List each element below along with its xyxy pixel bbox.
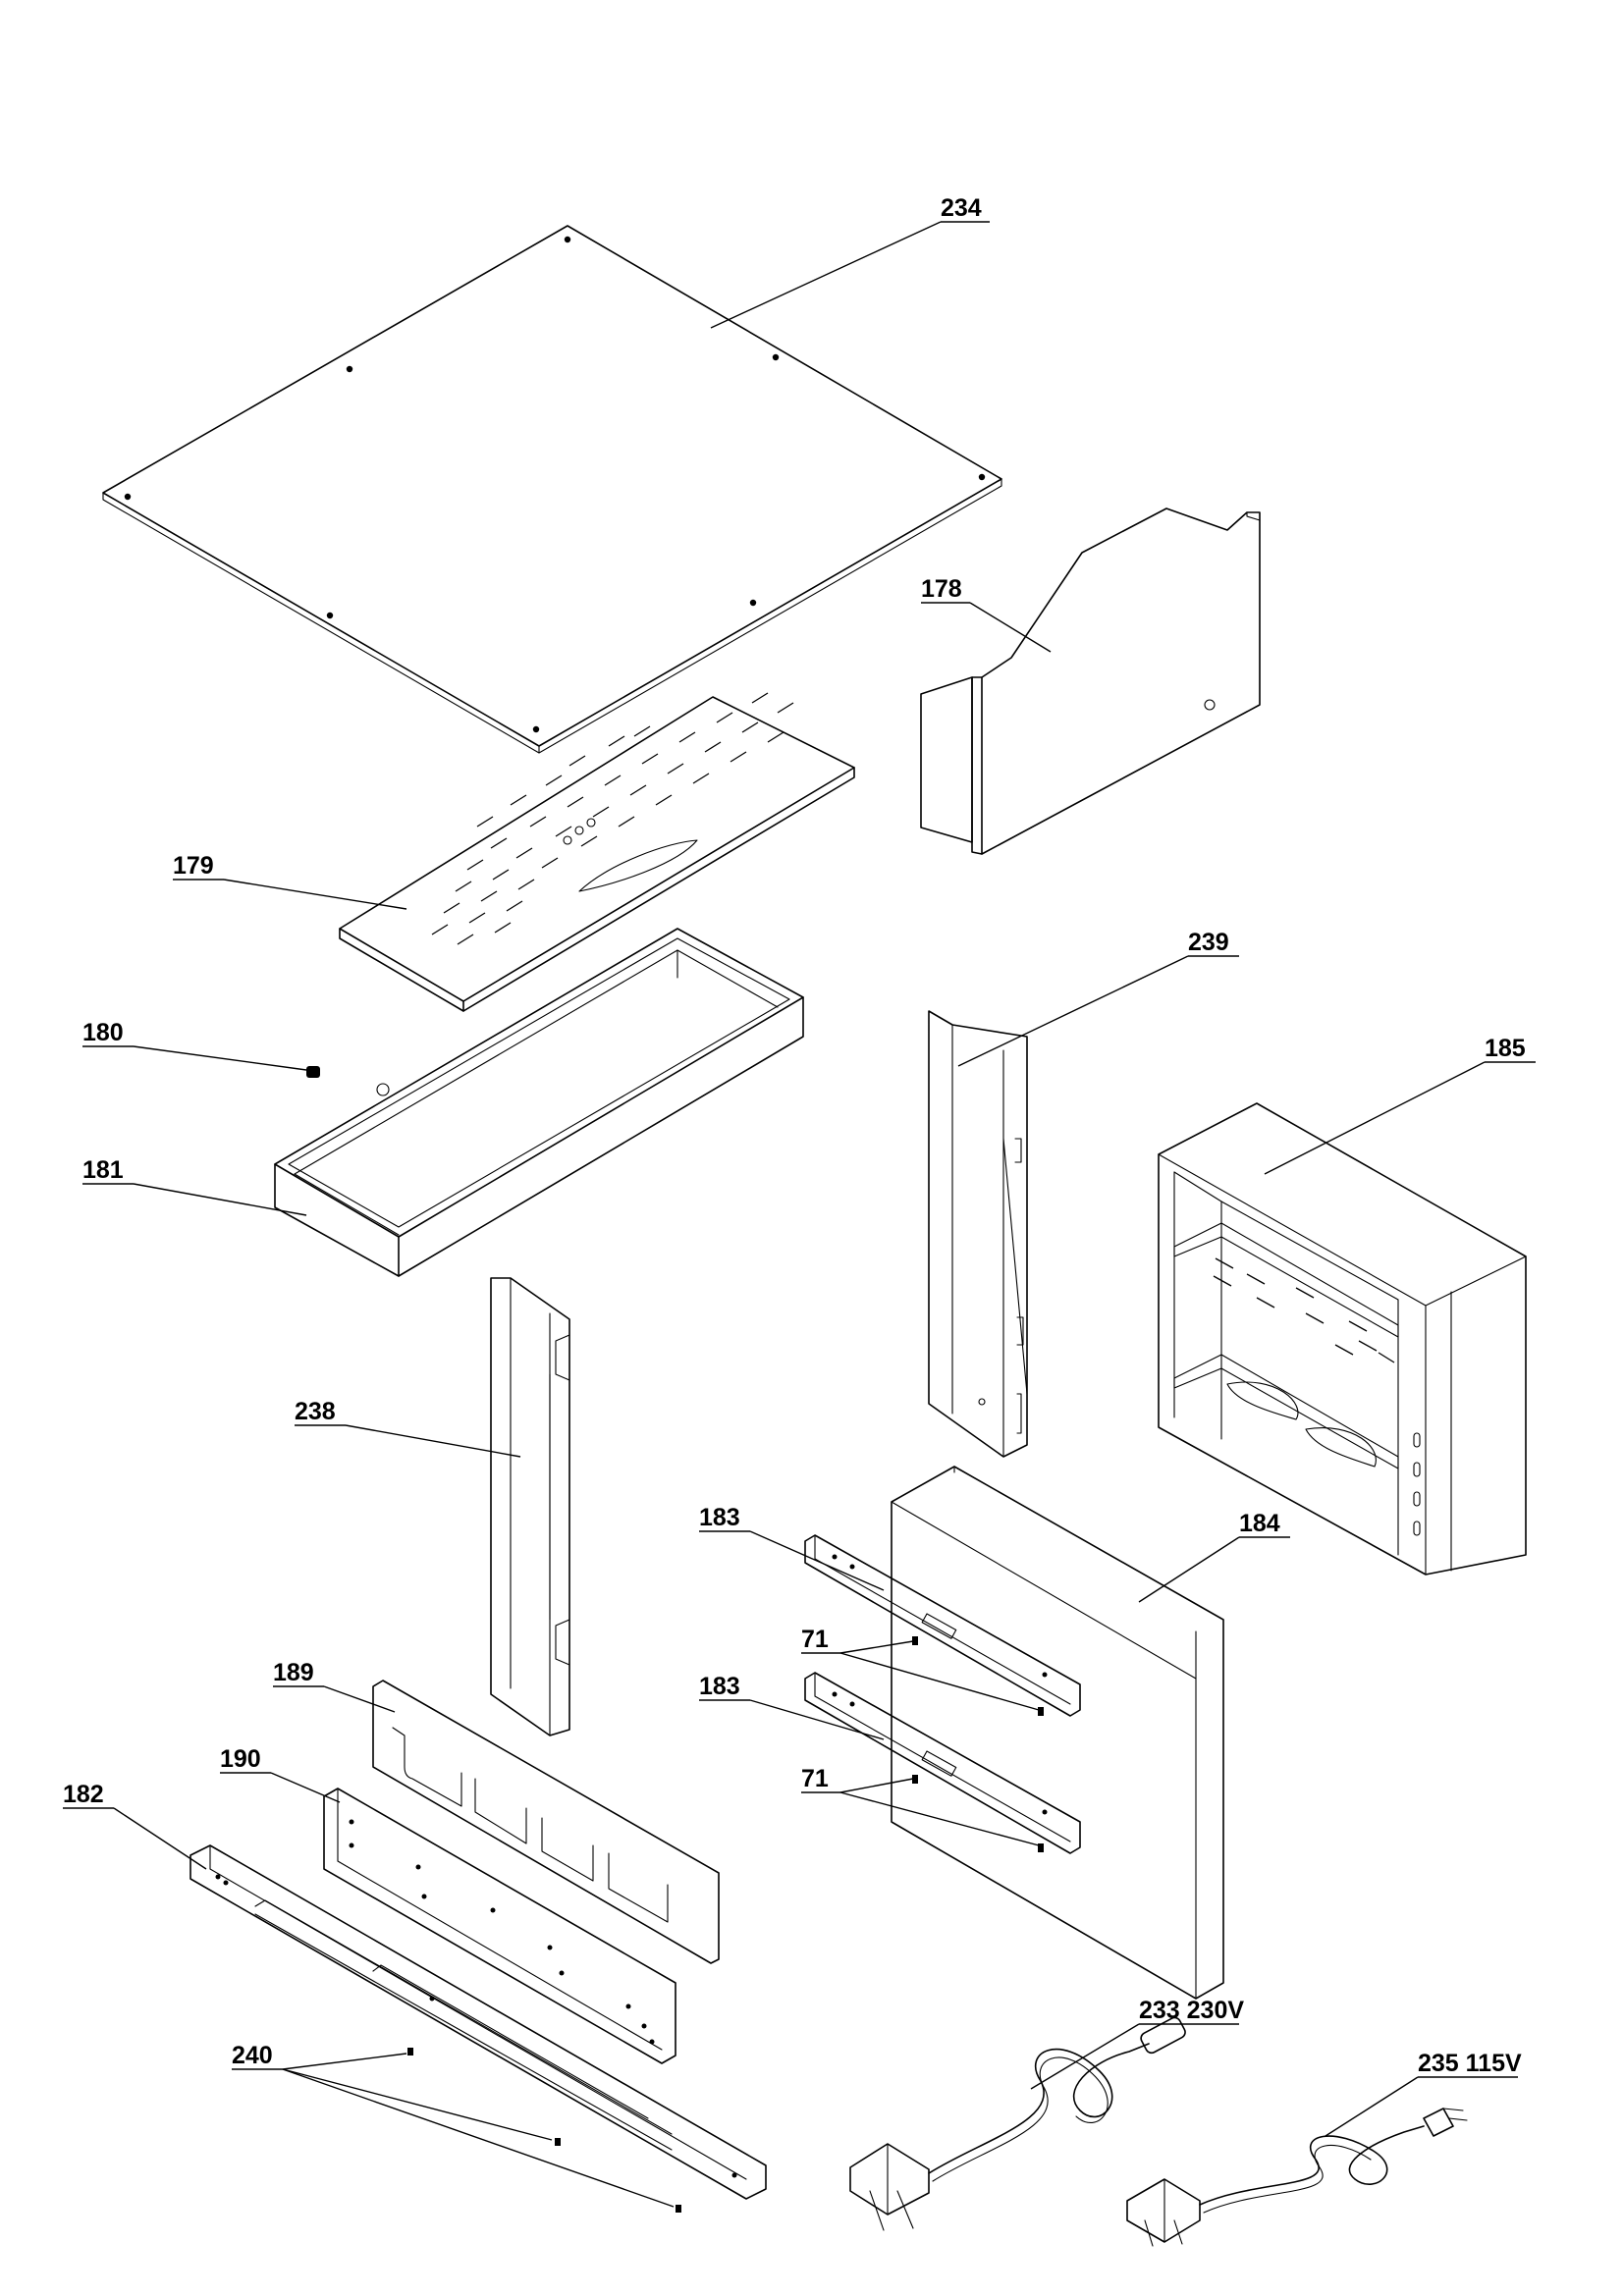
callout-180: 180 (82, 1019, 124, 1046)
part-183-rail-lower (804, 1672, 1081, 1854)
part-240-screws (407, 2048, 681, 2213)
callout-71-lower: 71 (801, 1765, 829, 1792)
part-190-plate (323, 1788, 676, 2064)
callout-240: 240 (232, 2042, 273, 2069)
callout-183-lower: 183 (699, 1673, 740, 1700)
part-182-rail (189, 1844, 767, 2200)
callout-181: 181 (82, 1156, 124, 1184)
leader-lines (63, 221, 1536, 2208)
part-181-tray (274, 928, 804, 1277)
part-185-frame (1158, 1102, 1527, 1575)
callout-238: 238 (295, 1398, 336, 1425)
part-180-knob (306, 1066, 320, 1078)
part-235-power-cord-115v (1126, 2108, 1468, 2247)
part-71-screws (912, 1636, 1044, 1852)
callout-183-upper: 183 (699, 1504, 740, 1531)
part-178-chute-panel (920, 507, 1261, 855)
part-179-grille (339, 692, 855, 1012)
callout-71-upper: 71 (801, 1626, 829, 1653)
callout-189: 189 (273, 1659, 314, 1686)
callout-184: 184 (1239, 1510, 1280, 1537)
part-183-rail-upper (804, 1534, 1081, 1717)
part-238-bracket (490, 1277, 570, 1736)
callout-185: 185 (1485, 1035, 1526, 1062)
part-239-bracket (928, 1010, 1028, 1458)
callout-179: 179 (173, 852, 214, 880)
callout-190: 190 (220, 1745, 261, 1773)
part-184-front-panel (891, 1466, 1224, 2000)
callout-235-115v: 235 115V (1418, 2050, 1522, 2077)
part-234-cover-plate (102, 225, 1002, 754)
callout-239: 239 (1188, 929, 1229, 956)
part-189-plate (372, 1680, 720, 1964)
callout-233-230v: 233 230V (1139, 1997, 1244, 2024)
callout-234: 234 (941, 194, 982, 222)
part-233-power-cord-230v (849, 2016, 1186, 2231)
callout-178: 178 (921, 575, 962, 603)
callout-182: 182 (63, 1781, 104, 1808)
